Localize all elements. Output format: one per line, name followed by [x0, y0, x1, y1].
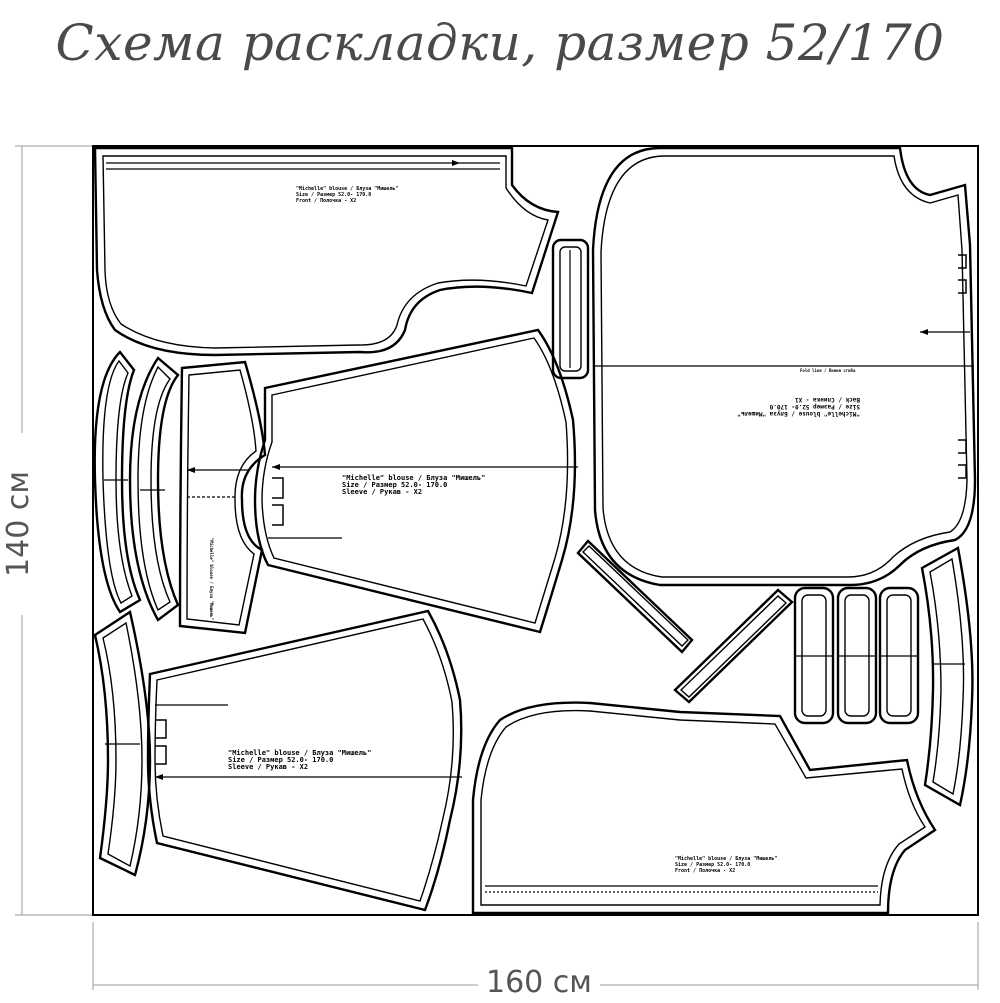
facing-piece-2 — [128, 356, 180, 622]
svg-text:Size / Размер 52.0- 170.0: Size / Размер 52.0- 170.0 — [228, 756, 333, 764]
facing-piece-1 — [93, 350, 142, 614]
svg-text:Size / Размер 52.0- 170.0: Size / Размер 52.0- 170.0 — [296, 192, 371, 198]
svg-text:"Michelle" blouse / Блуза "Миш: "Michelle" blouse / Блуза "Мишель" — [737, 410, 860, 417]
cuff-piece-2 — [836, 586, 878, 725]
fabric-height-label: 140 см — [1, 433, 36, 615]
svg-text:Front / Полочка - Х2: Front / Полочка - Х2 — [675, 868, 735, 874]
svg-text:Sleeve / Рукав - Х2: Sleeve / Рукав - Х2 — [342, 488, 422, 496]
back-label: "Michelle" blouse / Блуза "Мишель" Size … — [737, 396, 860, 417]
front-top-label: "Michelle" blouse / Блуза "Мишель" Size … — [296, 186, 398, 204]
svg-text:Sleeve / Рукав - Х2: Sleeve / Рукав - Х2 — [228, 763, 308, 771]
strip-piece-1 — [576, 539, 694, 654]
svg-text:"Michelle" blouse / Блуза "Миш: "Michelle" blouse / Блуза "Мишель" — [296, 186, 398, 192]
svg-text:Front / Полочка - Х2: Front / Полочка - Х2 — [296, 198, 356, 204]
front-piece-top: "Michelle" blouse / Блуза "Мишель" Size … — [93, 146, 560, 357]
svg-text:"Michelle" blouse / Блуза "Миш: "Michelle" blouse / Блуза "Мишель" — [228, 749, 371, 757]
svg-text:Size / Размер 52.0- 170.0: Size / Размер 52.0- 170.0 — [342, 481, 447, 489]
sleeve-piece-bottom: "Michelle" blouse / Блуза "Мишель" Size … — [146, 609, 463, 912]
facing-piece-4 — [920, 546, 974, 807]
svg-text:Size / Размер 52.0- 170.0: Size / Размер 52.0- 170.0 — [769, 403, 860, 410]
fabric-border — [92, 145, 979, 916]
svg-text:Back / Спинка - Х1: Back / Спинка - Х1 — [795, 396, 860, 403]
cuff-piece-3 — [878, 586, 920, 725]
facing-piece-3 — [93, 610, 152, 877]
sleeve-piece-center: "Michelle" blouse / Блуза "Мишель" Size … — [253, 328, 578, 634]
svg-text:"Michelle" blouse / Блуза "Миш: "Michelle" blouse / Блуза "Мишель" — [209, 538, 214, 620]
collar-piece: "Michelle" blouse / Блуза "Мишель" — [178, 360, 267, 635]
cuff-piece-1 — [793, 586, 835, 725]
front-bottom-label: "Michelle" blouse / Блуза "Мишель" Size … — [675, 856, 777, 874]
back-piece: Fold line / Линия сгиба "Michelle" blous… — [591, 146, 977, 587]
strip-piece-2 — [673, 588, 794, 704]
cuff-piece-top — [551, 238, 590, 380]
svg-text:"Michelle" blouse / Блуза "Миш: "Michelle" blouse / Блуза "Мишель" — [675, 856, 777, 862]
svg-text:Fold line / Линия сгиба: Fold line / Линия сгиба — [800, 368, 856, 373]
front-piece-bottom: "Michelle" blouse / Блуза "Мишель" Size … — [471, 701, 937, 915]
svg-text:Size / Размер 52.0- 170.0: Size / Размер 52.0- 170.0 — [675, 862, 750, 868]
fabric-width-label: 160 см — [478, 968, 600, 998]
sleeve-bottom-label: "Michelle" blouse / Блуза "Мишель" Size … — [228, 749, 371, 771]
layout-title: Схема раскладки, размер 52/170 — [55, 14, 945, 72]
sleeve-center-label: "Michelle" blouse / Блуза "Мишель" Size … — [342, 474, 485, 496]
svg-text:"Michelle" blouse / Блуза "Миш: "Michelle" blouse / Блуза "Мишель" — [342, 474, 485, 482]
